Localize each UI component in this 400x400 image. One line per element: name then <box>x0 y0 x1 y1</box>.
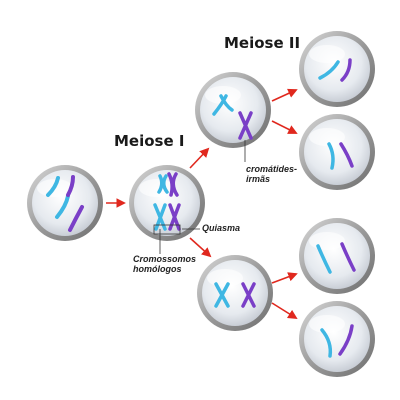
cell-gamete-2 <box>299 114 375 190</box>
chromosomes-gamete-4 <box>320 324 354 358</box>
cell-meiosis-2-bottom <box>197 255 273 331</box>
quiasma-label: Quiasma <box>202 223 241 233</box>
chromosomes-gamete-1 <box>318 58 352 82</box>
cromatides-label-line2: irmãs <box>246 174 271 184</box>
meiose-1-title: Meiose I <box>114 132 185 150</box>
arrow-to-gamete-4 <box>271 302 298 320</box>
cell-gamete-4 <box>299 301 375 377</box>
chromosomes-meiosis-2-top <box>212 94 253 140</box>
meiose-2-title: Meiose II <box>224 34 301 52</box>
chromosomes-meiosis-2-bottom <box>214 282 256 308</box>
cromossomos-label: Cromossomos homólogos <box>133 254 196 274</box>
cell-gamete-3 <box>299 218 375 294</box>
cromossomos-label-line2: homólogos <box>133 264 182 274</box>
arrow-to-gamete-3 <box>271 272 298 284</box>
chromosomes-gamete-3 <box>316 242 356 274</box>
quiasma-box <box>153 224 181 235</box>
cromatides-label: cromátides- irmãs <box>246 164 297 184</box>
cell-gamete-1 <box>299 31 375 107</box>
chromosomes-gamete-2 <box>327 142 354 170</box>
cromossomos-label-line1: Cromossomos <box>133 254 197 264</box>
arrow-to-gamete-1 <box>271 88 298 102</box>
chromosomes-parent <box>46 175 84 232</box>
cromatides-label-line1: cromátides- <box>246 164 298 174</box>
arrow-to-gamete-2 <box>271 120 298 134</box>
arrow-to-meiosis-2-bottom <box>189 237 212 258</box>
arrow-to-meiosis-2-top <box>189 147 210 169</box>
arrows <box>106 88 298 320</box>
callout-lines <box>159 140 246 254</box>
